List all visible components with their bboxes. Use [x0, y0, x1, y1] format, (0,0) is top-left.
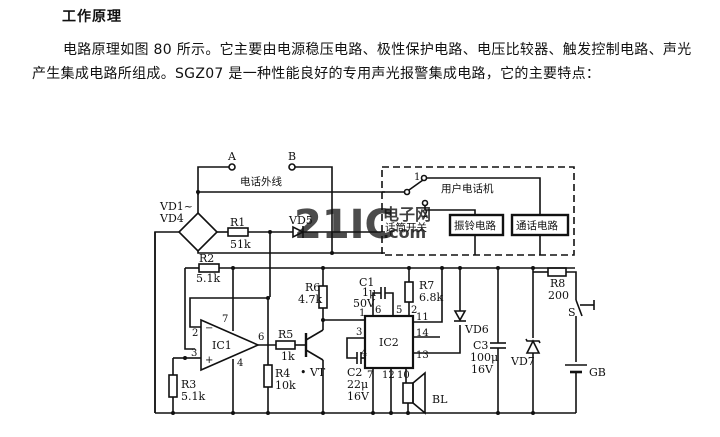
- ringer-block: [448, 213, 505, 237]
- vd7-label: VD7: [510, 355, 535, 368]
- c1-voltage: 50V: [353, 297, 376, 310]
- r5-value: 1k: [281, 350, 295, 363]
- wire-ic1-pin2: [189, 297, 270, 328]
- wire-terminal-a: [197, 166, 232, 195]
- ic1-label: IC1: [212, 339, 232, 352]
- c3-value: 100μ: [470, 351, 498, 364]
- switch-s: [575, 299, 583, 317]
- c2-name: C2: [347, 366, 362, 379]
- r5-name: R5: [278, 328, 293, 341]
- phone-title: 用户电话机: [441, 182, 494, 195]
- section-heading: 工作原理: [62, 9, 122, 25]
- r2-name: R2: [199, 252, 214, 265]
- wire-terminal-b: [292, 166, 333, 253]
- c2-value: 22μ: [347, 378, 368, 391]
- ic2-pin-13: 13: [416, 350, 429, 361]
- bridge-label-1: VD1~: [159, 200, 193, 213]
- vd5-label: VD5: [288, 214, 313, 227]
- vd6-label: VD6: [464, 323, 489, 336]
- ic1-pin-6: 6: [258, 332, 264, 343]
- resistor-r5: [275, 340, 296, 350]
- resistor-r1: [227, 227, 249, 237]
- c1-value: 1μ: [362, 286, 376, 299]
- ic2-pin-6: 6: [375, 305, 381, 316]
- switch-pos-2: 2: [422, 209, 428, 220]
- wire-bridge-bottom: [197, 251, 385, 254]
- diode-vd5: [292, 225, 305, 239]
- r1-name: R1: [230, 216, 245, 229]
- wire-bridge-left: [154, 231, 179, 413]
- r8-name: R8: [550, 277, 565, 290]
- ic1-pin-7: 7: [222, 314, 228, 325]
- wire-r2: [184, 268, 195, 350]
- r3-value: 5.1k: [181, 390, 205, 403]
- hook-switch-label: 话筒开关: [385, 221, 427, 234]
- watermark-sub2: .com: [383, 223, 426, 242]
- r1-value: 51k: [230, 238, 251, 251]
- ic2-label: IC2: [379, 336, 399, 349]
- watermark-21ic: 21IC: [294, 202, 394, 248]
- terminal-a-label: A: [227, 150, 237, 163]
- op-amp-ic1: [200, 318, 260, 372]
- ic1-pin-2: 2: [192, 328, 198, 339]
- talk-label: 通话电路: [516, 219, 558, 232]
- hook-switch-lever: [408, 179, 424, 191]
- c1-name: C1: [359, 276, 374, 289]
- ic2-pin-12: 12: [382, 370, 395, 381]
- ic1-plus: +: [205, 355, 213, 366]
- ringer-label: 振铃电路: [454, 219, 496, 232]
- ic1-pin-4: 4: [237, 358, 243, 369]
- terminal-b-label: B: [288, 150, 296, 163]
- resistor-r7: [404, 281, 414, 303]
- r6-name: R6: [305, 281, 320, 294]
- ic2-pin-2: 2: [411, 305, 417, 316]
- ic1-pin-3: 3: [191, 348, 197, 359]
- r8-value: 200: [548, 289, 569, 302]
- bridge-label-2: VD4: [159, 212, 184, 225]
- c3-name: C3: [473, 339, 488, 352]
- bl-label: BL: [432, 393, 448, 406]
- r3-name: R3: [181, 378, 196, 391]
- ic1-minus: −: [205, 323, 213, 334]
- ic2-chip: [363, 314, 415, 370]
- c2-voltage: 16V: [347, 390, 370, 403]
- resistor-r2: [198, 263, 220, 273]
- ic2-pin-5: 5: [396, 305, 402, 316]
- phone-box: [381, 166, 575, 256]
- vt-label: • VT: [300, 366, 326, 379]
- phone-line-label: 电话外线: [240, 175, 282, 188]
- ic2-pin-11: 11: [416, 312, 429, 323]
- r4-value: 10k: [275, 379, 296, 392]
- bridge-rectifier: [177, 211, 219, 253]
- ic2-pin-10: 10: [397, 370, 410, 381]
- r7-value: 6.8k: [419, 291, 443, 304]
- body-paragraph: 电路原理如图 80 所示。它主要由电源稳压电路、极性保护电路、电压比较器、触发控…: [32, 42, 692, 82]
- c3-voltage: 16V: [471, 363, 494, 376]
- zener-vd7: [525, 339, 541, 354]
- r4-name: R4: [275, 367, 290, 380]
- switch-pos-1: 1: [414, 172, 420, 183]
- gb-label: GB: [589, 366, 606, 379]
- r6-value: 4.7k: [298, 293, 322, 306]
- watermark-sub1: 电子网: [383, 205, 431, 224]
- s-label: S: [568, 306, 576, 319]
- r2-value: 5.1k: [196, 272, 220, 285]
- led-vd6: [453, 310, 467, 322]
- ic2-pin-7: 7: [367, 370, 373, 381]
- ic2-pin-1: 1: [359, 308, 365, 319]
- ic2-pin-4: 4: [361, 348, 367, 359]
- ic2-pin-3: 3: [356, 327, 362, 338]
- speaker-bl: [402, 382, 414, 404]
- ic2-pin-14: 14: [416, 328, 429, 339]
- resistor-r8: [547, 267, 567, 277]
- resistor-r3: [168, 374, 178, 398]
- r7-name: R7: [419, 279, 434, 292]
- resistor-r4: [263, 364, 273, 388]
